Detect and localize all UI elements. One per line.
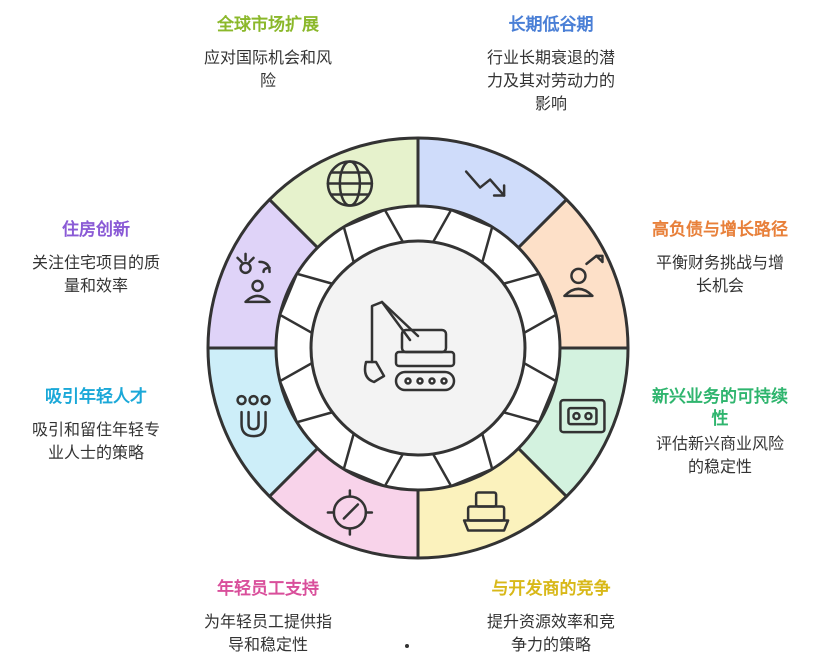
- globe-icon: [326, 160, 374, 207]
- compass-icon: [326, 489, 374, 536]
- segment-desc: 平衡财务挑战与增 长机会: [655, 253, 784, 295]
- growth-person-icon: [563, 254, 604, 298]
- segment-label-debt: 高负债与增长路径 平衡财务挑战与增 长机会: [630, 219, 810, 297]
- sector-divider: [515, 198, 568, 251]
- segment-label-global: 全球市场扩展 应对国际机会和风 险: [168, 14, 368, 92]
- segment-title: 与开发商的竞争: [491, 579, 611, 599]
- segment-title: 新兴业务的可持续 性: [652, 387, 788, 429]
- segment-desc: 评估新兴商业风险 的稳定性: [655, 434, 784, 476]
- bulldozer-icon: [462, 491, 510, 532]
- segment-title: 年轻员工支持: [217, 579, 319, 599]
- magnet-people-icon: [236, 394, 271, 438]
- trend-down-icon: [464, 170, 506, 197]
- center-hub: [274, 204, 562, 492]
- segment-label-housing: 住房创新 关注住宅项目的质 量和效率: [6, 219, 186, 297]
- segment-desc: 为年轻员工提供指 导和稳定性: [203, 612, 332, 654]
- battery-icon: [559, 398, 606, 434]
- segment-desc: 应对国际机会和风 险: [203, 48, 332, 90]
- segment-title: 高负债与增长路径: [652, 220, 788, 240]
- wheel-outline: [206, 136, 630, 560]
- sector-divider: [268, 198, 321, 251]
- segment-label-sustainability: 新兴业务的可持续 性 评估新兴商业风险 的稳定性: [630, 386, 810, 478]
- excavator-icon: [363, 300, 456, 392]
- segment-title: 住房创新: [62, 220, 130, 240]
- sector-divider: [268, 445, 321, 498]
- segment-title: 吸引年轻人才: [45, 387, 147, 407]
- innovation-person-icon: [236, 252, 271, 304]
- segment-desc: 提升资源效率和竞 争力的策略: [486, 612, 615, 654]
- segment-desc: 关注住宅项目的质 量和效率: [31, 253, 160, 295]
- segment-label-competition: 与开发商的竞争 提升资源效率和竞 争力的策略: [451, 578, 651, 656]
- segment-title: 长期低谷期: [508, 15, 594, 35]
- segment-desc: 吸引和留住年轻专 业人士的策略: [31, 420, 160, 462]
- segment-title: 全球市场扩展: [217, 15, 319, 35]
- segment-label-young-staff: 年轻员工支持 为年轻员工提供指 导和稳定性: [168, 578, 368, 656]
- sector-divider: [515, 445, 568, 498]
- segment-desc: 行业长期衰退的潜 力及其对劳动力的 影响: [486, 48, 615, 113]
- decorative-dot: [405, 644, 409, 648]
- segment-label-talent: 吸引年轻人才 吸引和留住年轻专 业人士的策略: [6, 386, 186, 464]
- segment-label-downturn: 长期低谷期 行业长期衰退的潜 力及其对劳动力的 影响: [451, 14, 651, 115]
